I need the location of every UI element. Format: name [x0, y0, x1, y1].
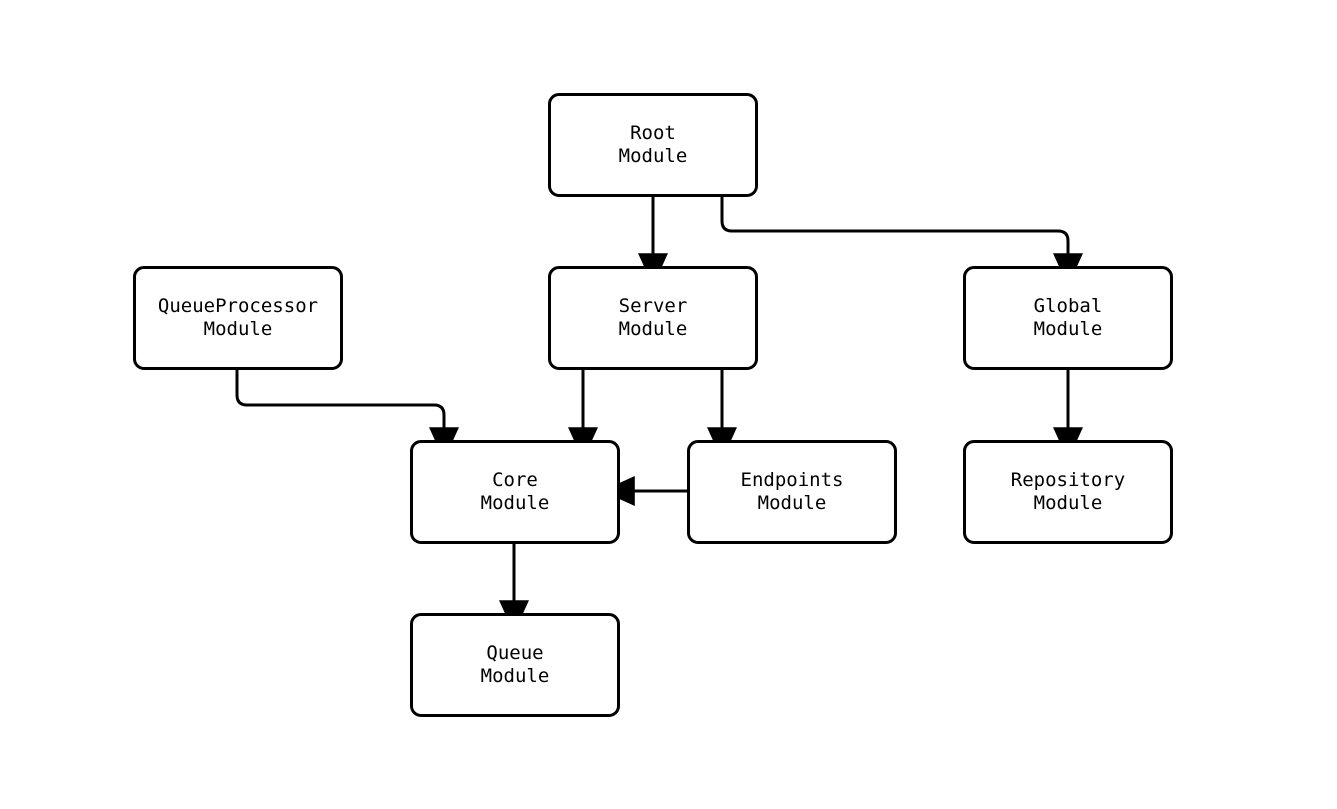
node-server-module-line2: Module — [618, 318, 688, 340]
edge-root-to-global — [720, 197, 1083, 287]
node-queue-module-line1: Queue — [486, 642, 544, 664]
node-root-module-line1: Root — [630, 122, 676, 144]
node-core-module-line2: Module — [480, 492, 550, 514]
node-endpoints-module[interactable]: Endpoints Module — [687, 440, 897, 544]
node-global-module-line1: Global — [1033, 295, 1103, 317]
node-queueprocessor-module-line2: Module — [203, 318, 273, 340]
node-queue-module-line2: Module — [480, 665, 550, 687]
node-core-module[interactable]: Core Module — [410, 440, 620, 544]
node-server-module[interactable]: Server Module — [548, 266, 758, 370]
node-queueprocessor-module-line1: QueueProcessor — [157, 295, 319, 317]
node-global-module-line2: Module — [1033, 318, 1103, 340]
node-global-module[interactable]: Global Module — [963, 266, 1173, 370]
node-core-module-line1: Core — [492, 469, 538, 491]
node-endpoints-module-line1: Endpoints — [740, 469, 844, 491]
node-root-module-line2: Module — [618, 145, 688, 167]
node-endpoints-module-line2: Module — [757, 492, 827, 514]
node-repository-module[interactable]: Repository Module — [963, 440, 1173, 544]
node-repository-module-line1: Repository — [1010, 469, 1126, 491]
edge-queueprocessor-to-core — [235, 370, 459, 461]
node-queue-module[interactable]: Queue Module — [410, 613, 620, 717]
node-server-module-line1: Server — [618, 295, 688, 317]
node-queueprocessor-module[interactable]: QueueProcessor Module — [133, 266, 343, 370]
node-repository-module-line2: Module — [1033, 492, 1103, 514]
node-root-module[interactable]: Root Module — [548, 93, 758, 197]
